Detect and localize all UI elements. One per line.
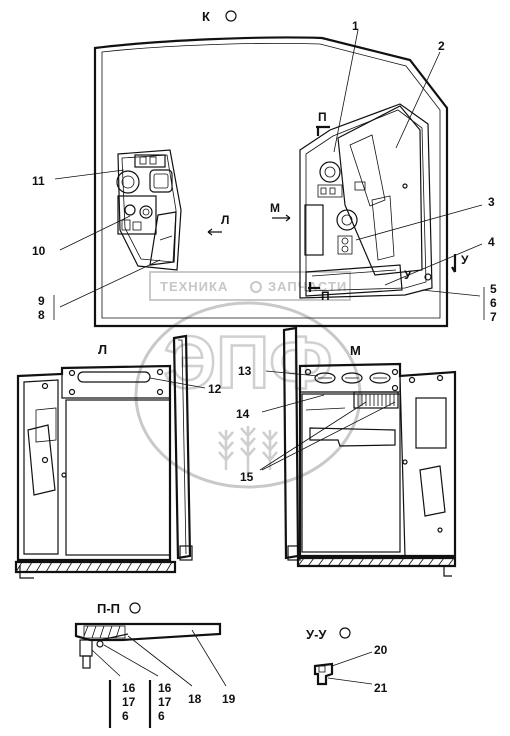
callout-17a: 17	[122, 695, 136, 709]
callout-14: 14	[236, 407, 250, 421]
cab-panel-inner-outline	[101, 42, 441, 319]
section-u-u-title: У-У	[306, 627, 327, 642]
callout-5: 5	[490, 282, 497, 296]
view-k-title: К	[202, 9, 210, 24]
section-p-top-mark	[316, 125, 330, 136]
watermark-text-right: ЗАПЧАСТИ	[268, 279, 347, 294]
callout-21: 21	[374, 681, 388, 695]
watermark-gear-icon	[250, 281, 262, 293]
watermark: ТЕХНИКА ЗАПЧАСТИ ЭПФ	[134, 271, 362, 489]
view-k-rotation-icon	[225, 10, 237, 22]
watermark-text-left: ТЕХНИКА	[160, 279, 228, 294]
section-p-p: П-П	[74, 601, 227, 728]
callout-18: 18	[188, 692, 202, 706]
view-arrow-m	[272, 214, 291, 222]
cab-panel-outline	[93, 36, 449, 328]
leaders-view-k	[53, 29, 485, 320]
callout-13: 13	[238, 364, 252, 378]
callout-6: 6	[490, 296, 497, 310]
section-p-p-rotation-icon	[129, 602, 141, 614]
view-arrow-m-label: М	[270, 201, 280, 215]
callout-20: 20	[374, 643, 388, 657]
callout-11: 11	[32, 174, 45, 188]
callout-9: 9	[38, 294, 45, 308]
callout-12: 12	[208, 382, 222, 396]
watermark-logo: ЭПФ	[164, 321, 333, 404]
callout-6b: 6	[158, 709, 165, 723]
section-p-bottom-label: П	[321, 289, 330, 303]
section-p-top-label: П	[318, 110, 327, 124]
watermark-ring	[134, 301, 362, 489]
callout-3: 3	[488, 195, 495, 209]
view-l: Л	[14, 334, 206, 579]
callout-17b: 17	[158, 695, 172, 709]
callout-1: 1	[352, 19, 359, 33]
view-arrow-l-label: Л	[221, 213, 229, 227]
left-control-block	[116, 149, 182, 271]
callout-10: 10	[32, 244, 46, 258]
view-arrow-l	[207, 228, 222, 236]
callout-16b: 16	[158, 681, 172, 695]
callout-19: 19	[222, 692, 236, 706]
section-u-u-rotation-icon	[339, 627, 351, 639]
section-u-right-mark	[451, 254, 457, 273]
callout-2: 2	[438, 39, 445, 53]
section-p-bottom-mark	[308, 282, 320, 292]
callout-6a: 6	[122, 709, 129, 723]
view-m-title: М	[350, 343, 361, 358]
section-u-right-label: У	[461, 253, 469, 267]
view-l-title: Л	[98, 342, 107, 357]
right-control-block	[299, 103, 433, 299]
section-u-u: У-У	[306, 627, 373, 686]
callout-8: 8	[38, 308, 45, 322]
callout-15: 15	[240, 470, 254, 484]
callout-16a: 16	[122, 681, 136, 695]
view-m: М	[259, 326, 457, 577]
callout-7: 7	[490, 310, 497, 324]
watermark-wheat-icon	[218, 426, 278, 476]
section-p-p-title: П-П	[97, 601, 120, 616]
view-k: К Л М	[53, 9, 485, 328]
callout-4: 4	[488, 235, 495, 249]
